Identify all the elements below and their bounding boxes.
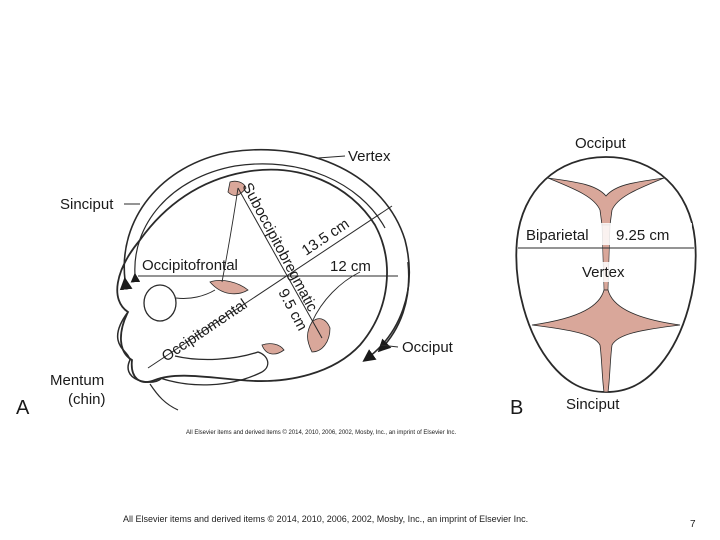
vertex-label-b-bg	[580, 262, 632, 282]
occipitofrontal-value: 12 cm	[330, 258, 371, 275]
anterior-fontanelle-superior	[531, 289, 681, 393]
vertex-label-a: Vertex	[348, 148, 391, 165]
panel-a-credit: All Elsevier items and derived items © 2…	[186, 429, 456, 436]
chin-label: (chin)	[68, 391, 106, 408]
biparietal-label-bg	[524, 223, 692, 245]
page-number: 7	[690, 519, 696, 530]
vertex-label-b: Vertex	[582, 264, 625, 281]
biparietal-value: 9.25 cm	[616, 227, 669, 244]
occipitofrontal-label: Occipitofrontal	[142, 257, 238, 274]
occiput-arrow-a	[377, 261, 410, 353]
neck-line	[149, 383, 179, 411]
posterior-fontanelle-superior	[547, 177, 665, 226]
coronal-suture	[221, 187, 239, 283]
mentum-label: Mentum	[50, 372, 104, 389]
occiput-pointer-a	[379, 344, 399, 348]
panel-b-letter: B	[510, 397, 523, 419]
anterior-fontanelle-lateral	[227, 180, 247, 196]
panel-a-letter: A	[16, 397, 30, 419]
sinciput-label-b: Sinciput	[566, 396, 620, 413]
footer-credit: All Elsevier items and derived items © 2…	[123, 514, 529, 524]
occiput-label-a: Occiput	[402, 339, 454, 356]
vertex-pointer	[317, 155, 346, 159]
panel-b: Occiput Biparietal 9.25 cm Vertex Sincip…	[510, 135, 697, 419]
occiput-label-b: Occiput	[575, 135, 627, 152]
biparietal-label: Biparietal	[526, 227, 589, 244]
panel-a: Vertex Sinciput Occiput Mentum (chin) Su…	[16, 148, 456, 436]
sinciput-label-a: Sinciput	[60, 196, 114, 213]
inner-rotation-arrow	[130, 163, 386, 283]
